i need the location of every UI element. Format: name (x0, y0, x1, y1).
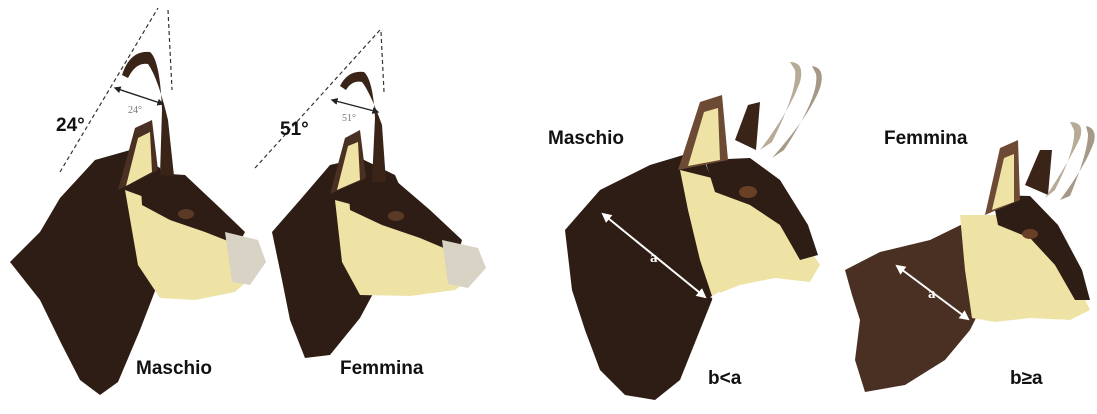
measure-b-label: b (1020, 321, 1028, 337)
eye (388, 211, 404, 221)
vertical-guide-line (381, 32, 384, 92)
eye (1022, 229, 1038, 239)
measure-a-label: a (650, 250, 658, 266)
measure-b-label: b (752, 293, 760, 309)
left-male-head: 24° (10, 8, 266, 395)
ear-back (735, 102, 760, 150)
right-female-caption: b≥a (1010, 368, 1043, 390)
horn (760, 62, 801, 150)
male-angle-label: 24° (56, 115, 85, 137)
right-female-title: Femmina (884, 128, 967, 150)
angle-small-label: 51° (342, 113, 356, 124)
muzzle (442, 240, 486, 288)
right-male-title: Maschio (548, 128, 624, 150)
measure-a-label: a (928, 286, 936, 302)
angle-small-label: 24° (128, 105, 142, 116)
left-female-caption: Femmina (340, 358, 423, 380)
right-male-caption: b<a (708, 368, 741, 390)
right-female-head: a b (845, 122, 1095, 392)
vertical-guide-line (168, 10, 172, 90)
female-angle-label: 51° (280, 119, 309, 141)
left-female-head: 51° (255, 30, 486, 358)
eye (178, 209, 194, 219)
right-male-head: a b (565, 62, 822, 400)
left-male-caption: Maschio (136, 358, 212, 380)
angle-arrow (115, 88, 163, 104)
eye (739, 186, 757, 198)
angle-arrow (332, 100, 378, 112)
ear-back (1025, 150, 1052, 195)
